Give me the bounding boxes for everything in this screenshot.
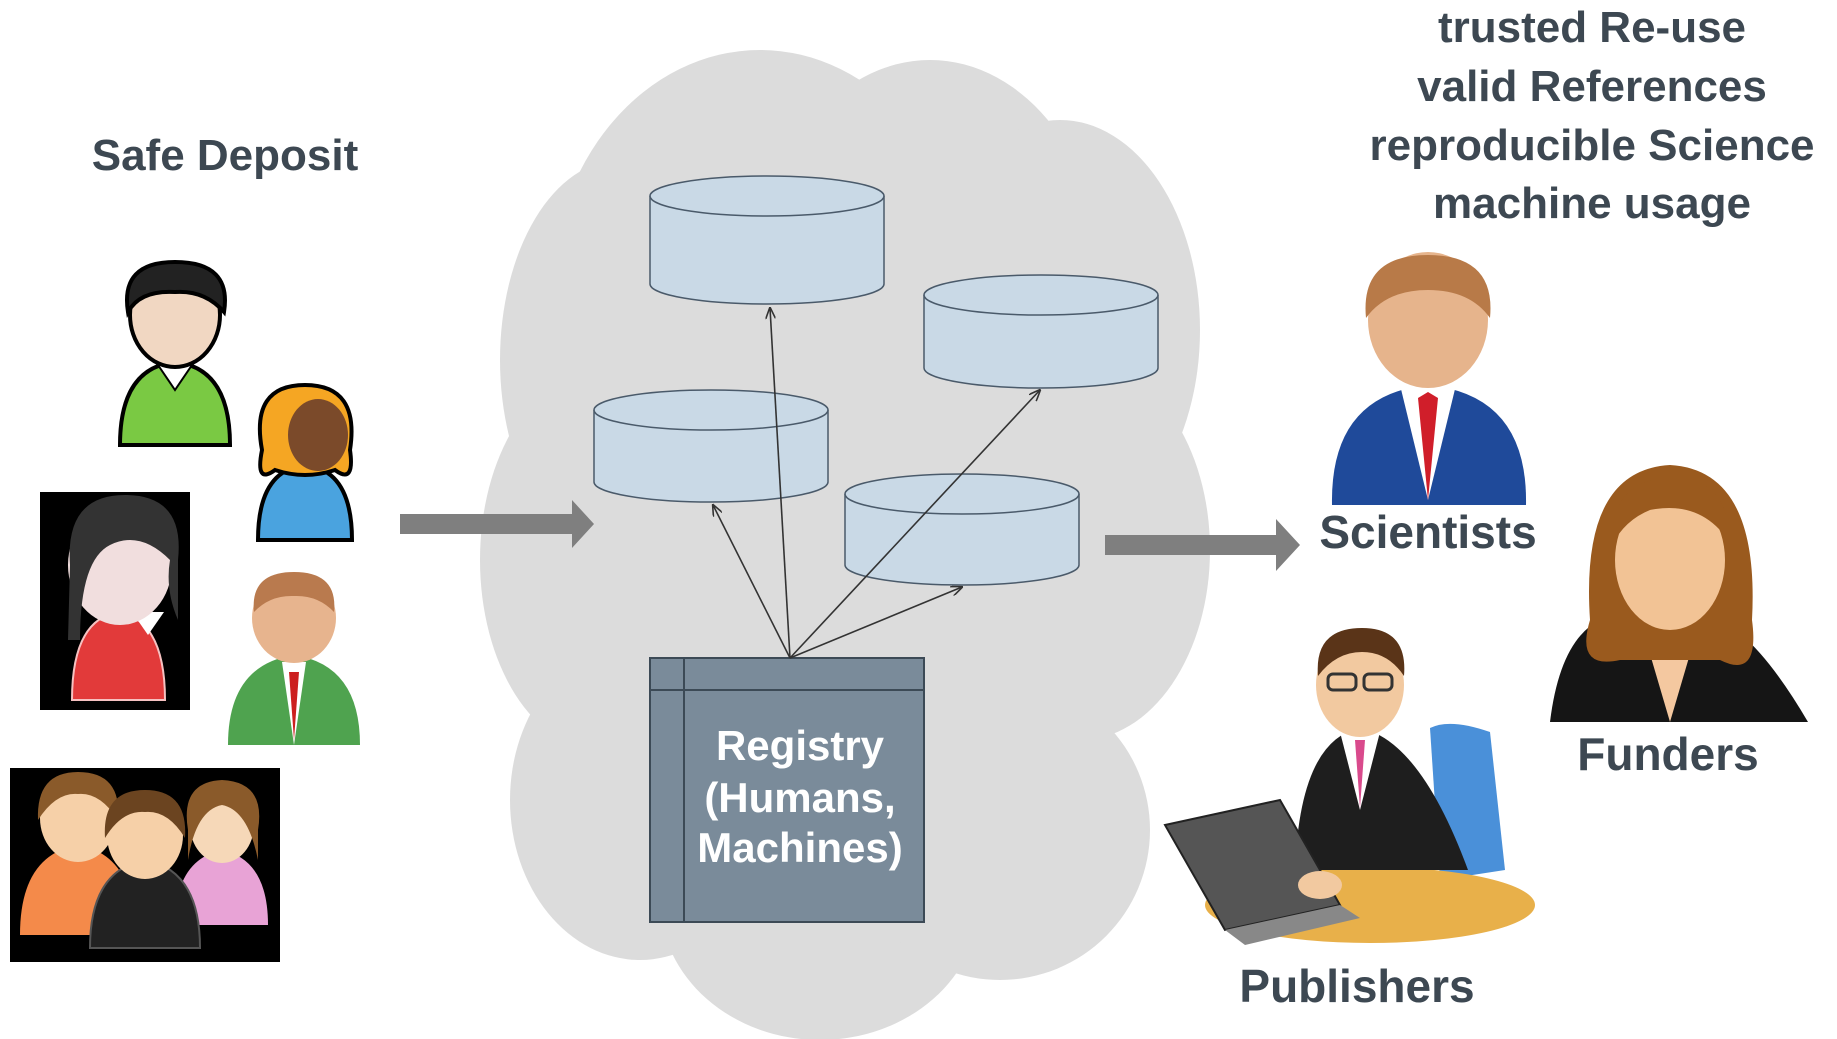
- funders-label: Funders: [1577, 728, 1758, 780]
- publishers-label: Publishers: [1239, 960, 1474, 1012]
- benefit-item: reproducible Science: [1369, 121, 1814, 170]
- deposit-arrow: [400, 500, 594, 548]
- publisher-icon: [1163, 628, 1535, 945]
- depositor-icon: [255, 382, 355, 542]
- benefit-item: valid References: [1417, 62, 1767, 111]
- benefit-item: machine usage: [1433, 179, 1751, 228]
- registry-links: [713, 308, 1040, 659]
- repository-icon: [593, 389, 829, 503]
- registry-subtitle-1: (Humans,: [704, 774, 895, 821]
- safe-deposit-label: Safe Deposit: [92, 131, 359, 180]
- repository-icon: [923, 274, 1159, 389]
- scientist-icon: [1331, 252, 1527, 505]
- group-icon: [10, 768, 280, 962]
- depositor-icon: [40, 492, 190, 710]
- funder-icon: [1550, 465, 1808, 722]
- benefit-item: trusted Re-use: [1438, 3, 1746, 52]
- repository-icon: [844, 473, 1080, 586]
- repository-icon: [649, 175, 885, 305]
- registry-subtitle-2: Machines): [697, 824, 902, 871]
- benefits-list: trusted Re-use valid References reproduc…: [1369, 3, 1814, 228]
- depositor-icon: [228, 572, 360, 745]
- registry-box: Registry (Humans, Machines): [649, 657, 925, 923]
- depositor-icon: [117, 259, 233, 447]
- registry-title: Registry: [716, 722, 885, 769]
- scientists-label: Scientists: [1319, 506, 1536, 558]
- reuse-arrow: [1105, 519, 1300, 571]
